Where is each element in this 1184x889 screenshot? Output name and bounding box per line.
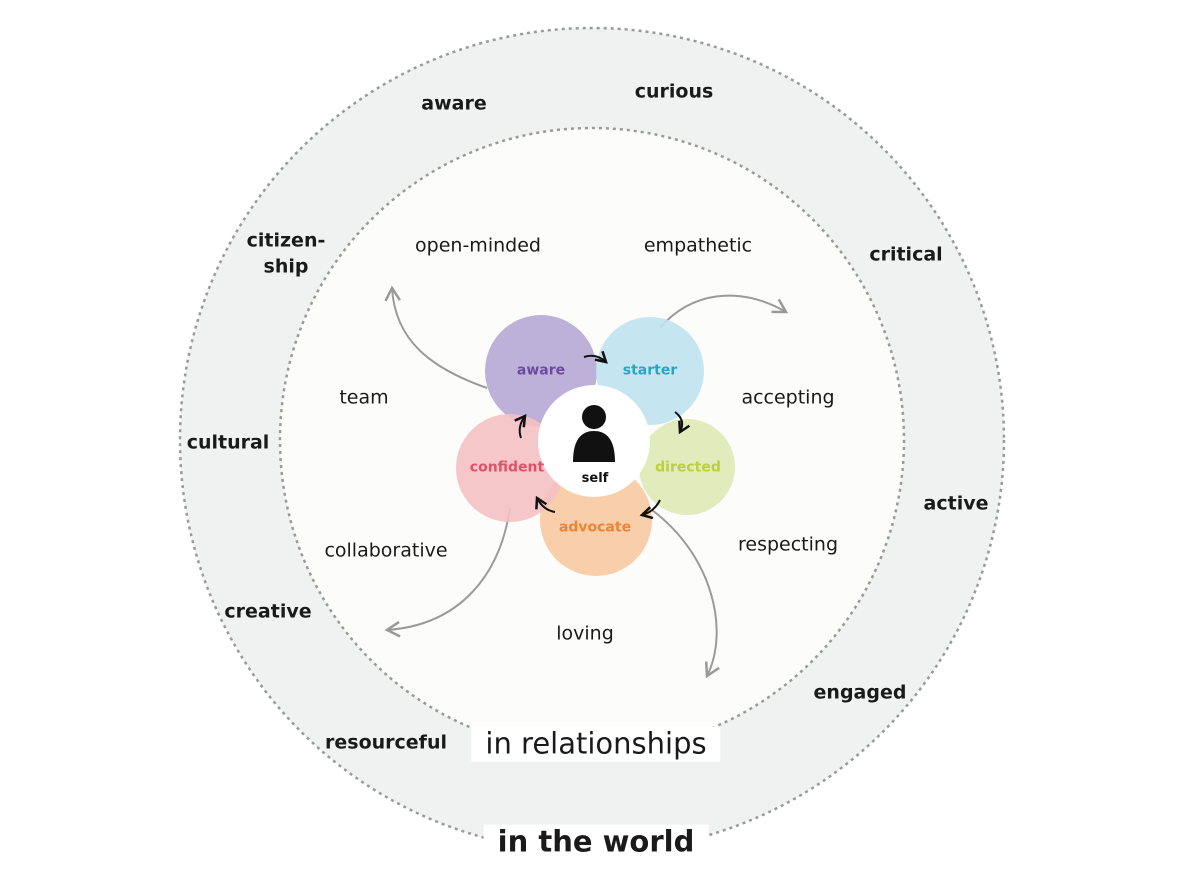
petal-label-confident: confident	[469, 459, 545, 476]
petal-directed	[639, 419, 735, 515]
inner-word: accepting	[741, 386, 835, 409]
inner-word: open-minded	[415, 234, 541, 257]
outer-word: aware	[421, 92, 487, 115]
cycle-arrow-confident-aware	[514, 413, 527, 439]
outer-word: engaged	[813, 681, 907, 704]
arrow-out-upper-right	[659, 294, 789, 329]
petal-advocate	[540, 464, 652, 576]
outer-word: critical	[869, 243, 943, 266]
inner-word: team	[339, 386, 389, 409]
inner-word: collaborative	[324, 539, 448, 562]
outer-ring-title: in the world	[483, 824, 709, 860]
inner-word: respecting	[737, 533, 839, 556]
petal-label-starter: starter	[622, 362, 678, 379]
self-label: self	[581, 471, 609, 487]
inner-word: loving	[556, 622, 614, 645]
arrow-out-lower-left	[384, 507, 511, 638]
outer-word: ship	[263, 255, 309, 278]
inner-word: empathetic	[643, 234, 753, 257]
outer-word: citizen-	[246, 229, 326, 252]
petal-label-advocate: advocate	[558, 519, 632, 536]
person-icon	[573, 405, 615, 462]
arrow-out-upper-left	[384, 285, 488, 389]
cycle-arrow-starter-directed	[674, 411, 691, 435]
petal-confident	[456, 414, 564, 522]
outer-word: cultural	[186, 431, 270, 454]
inner-ring-title: in relationships	[471, 726, 721, 762]
outer-word: active	[923, 492, 989, 515]
petal-label-directed: directed	[655, 459, 721, 476]
outer-word: resourceful	[325, 731, 447, 754]
arrow-out-lower-right	[651, 509, 720, 679]
cycle-arrow-advocate-confident	[535, 495, 556, 513]
outer-word: curious	[634, 80, 714, 103]
cycle-arrow-aware-starter	[583, 350, 608, 364]
petal-label-aware: aware	[516, 362, 566, 379]
outer-word: creative	[224, 600, 312, 623]
cycle-arrow-directed-advocate	[639, 499, 661, 520]
